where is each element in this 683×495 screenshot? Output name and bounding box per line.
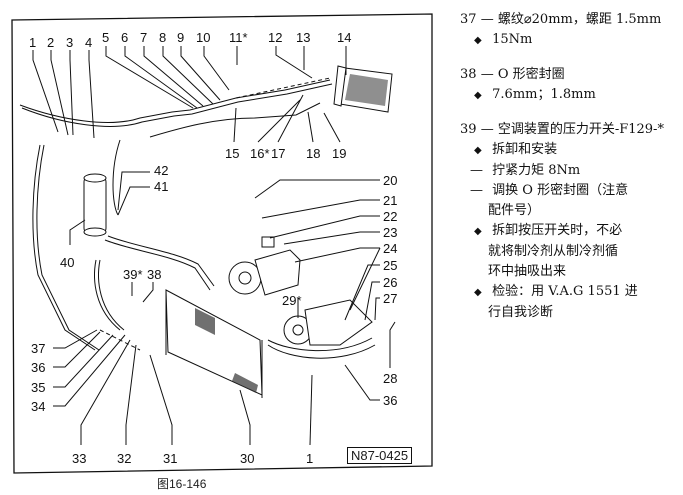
callout-6: 6 — [121, 30, 128, 45]
suction-line-upper — [19, 79, 331, 123]
callout-3: 3 — [66, 35, 73, 50]
callout-42: 42 — [154, 163, 168, 178]
callout-39: 39* — [123, 267, 143, 282]
callout-1: 1 — [29, 35, 36, 50]
callout-7: 7 — [140, 30, 147, 45]
callout-5: 5 — [102, 30, 109, 45]
callout-1-bottom: 1 — [306, 451, 313, 466]
callout-14: 14 — [337, 30, 351, 45]
note-item: 检验：用 V.A.G 1551 进 — [492, 284, 638, 299]
condenser — [165, 289, 263, 398]
note-number: 37 — [460, 12, 477, 27]
note-item: 15Nm — [492, 32, 533, 47]
note-item: 拆卸按压开关时，不必 — [492, 223, 623, 238]
callout-22: 22 — [383, 209, 397, 224]
em-dash: — — [480, 12, 494, 27]
callout-36-right: 36 — [383, 393, 397, 408]
note-item-continued: 环中抽吸出来 — [488, 264, 567, 279]
receiver-drier — [83, 173, 107, 237]
compressor-lower — [283, 299, 373, 346]
diamond-bullet-icon: ◆ — [474, 287, 482, 298]
callout-23: 23 — [383, 225, 397, 240]
diamond-bullet-icon: ◆ — [474, 145, 482, 156]
callout-35: 35 — [31, 380, 45, 395]
note-title: 空调装置的压力开关-F129-* — [497, 122, 664, 137]
note-item: 拆卸和安装 — [492, 142, 558, 157]
diamond-bullet-icon: ◆ — [474, 226, 482, 237]
note-38: 38 — O 形密封圈 ◆ 7.6mm；1.8mm — [460, 65, 682, 106]
parts-notes: 37 — 螺纹⌀20mm，螺距 1.5mm ◆ 15Nm 38 — O 形密封圈… — [460, 10, 682, 337]
em-dash: — — [480, 122, 494, 137]
note-item-continued: 就将制冷剂从制冷剂循 — [488, 244, 619, 259]
note-item-continued: 配件号） — [488, 203, 541, 218]
compressor — [228, 236, 301, 296]
callout-15: 15 — [225, 146, 239, 161]
leader-lines — [32, 46, 396, 446]
drawing-number-box: N87-0425 — [347, 447, 413, 464]
note-item: 调换 O 形密封圈（注意 — [492, 183, 629, 198]
callout-18: 18 — [306, 146, 320, 161]
callout-30: 30 — [240, 451, 254, 466]
callout-34: 34 — [31, 399, 45, 414]
callout-25: 25 — [383, 258, 397, 273]
callout-32: 32 — [117, 451, 131, 466]
callout-36-left: 36 — [31, 360, 45, 375]
callout-12: 12 — [268, 30, 282, 45]
callout-27: 27 — [383, 291, 397, 306]
diamond-bullet-icon: ◆ — [474, 90, 482, 101]
callout-21: 21 — [383, 193, 397, 208]
diagram-frame — [11, 13, 433, 474]
callout-31: 31 — [163, 451, 177, 466]
callout-29: 29* — [282, 293, 302, 308]
callout-labels: 1 2 3 4 5 6 7 8 9 10 11* 12 13 14 15 16*… — [29, 30, 397, 466]
callout-26: 26 — [383, 275, 397, 290]
callout-17: 17 — [271, 146, 285, 161]
callout-10: 10 — [196, 30, 210, 45]
note-item: 拧紧力矩 8Nm — [492, 163, 581, 178]
callout-37: 37 — [31, 341, 45, 356]
figure-caption: 图16-146 — [157, 477, 207, 491]
callout-16: 16* — [250, 146, 270, 161]
callout-33: 33 — [72, 451, 86, 466]
note-item: 7.6mm；1.8mm — [492, 87, 596, 102]
dash-marker-icon: — — [470, 183, 483, 198]
callout-19: 19 — [332, 146, 346, 161]
note-title: O 形密封圈 — [497, 67, 565, 82]
callout-38: 38 — [147, 267, 161, 282]
callout-24: 24 — [383, 241, 397, 256]
callout-9: 9 — [177, 30, 184, 45]
note-number: 39 — [460, 122, 477, 137]
dash-marker-icon: — — [470, 163, 483, 178]
note-number: 38 — [460, 67, 477, 82]
callout-13: 13 — [296, 30, 310, 45]
evaporator — [333, 65, 393, 113]
pressure-line-lower — [149, 102, 321, 138]
callout-40: 40 — [60, 255, 74, 270]
diamond-bullet-icon: ◆ — [474, 35, 482, 46]
callout-2: 2 — [47, 35, 54, 50]
callout-20: 20 — [383, 173, 397, 188]
callout-8: 8 — [159, 30, 166, 45]
em-dash: — — [480, 67, 494, 82]
note-39: 39 — 空调装置的压力开关-F129-* ◆ 拆卸和安装 — 拧紧力矩 8Nm… — [460, 120, 682, 323]
note-item-continued: 行自我诊断 — [488, 305, 554, 320]
note-37: 37 — 螺纹⌀20mm，螺距 1.5mm ◆ 15Nm — [460, 10, 682, 51]
callout-28: 28 — [383, 371, 397, 386]
note-title: 螺纹⌀20mm，螺距 1.5mm — [497, 12, 662, 27]
callout-41: 41 — [154, 179, 168, 194]
callout-11: 11* — [229, 30, 248, 45]
callout-4: 4 — [85, 35, 92, 50]
